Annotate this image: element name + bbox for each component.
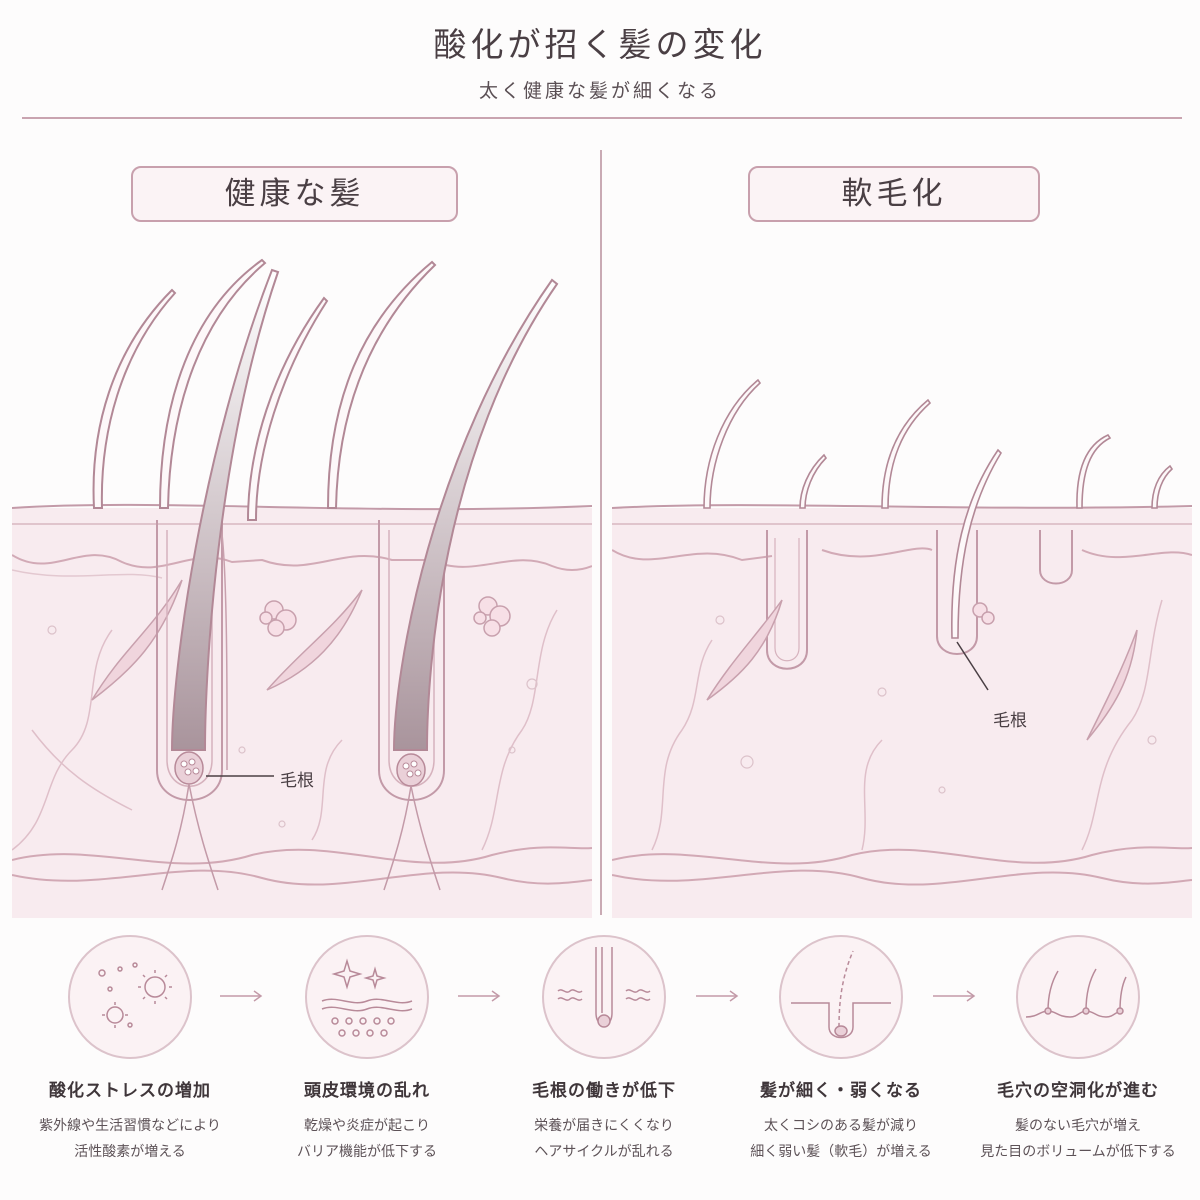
healthy-scalp-svg [11, 258, 593, 918]
healthy-root-callout: 毛根 [280, 771, 314, 791]
step-pore-hollowing: 毛穴の空洞化が進む 髪のない毛穴が増え 見た目のボリュームが低下する [960, 935, 1196, 1165]
step-hair-thinning: 髪が細く・弱くなる 太くコシのある髪が減り 細く弱い髪（軟毛）が増える [723, 935, 959, 1165]
step-desc-line: 乾燥や炎症が起こり [304, 1118, 430, 1134]
center-divider [600, 150, 602, 915]
step-title: 毛根の働きが低下 [532, 1081, 676, 1101]
arrow-right-icon [933, 990, 976, 1002]
process-steps: 酸化ストレスの増加 紫外線や生活習慣などにより 活性酸素が増える 頭皮環境の乱れ [0, 935, 1200, 1200]
step-desc-line: 細く弱い髪（軟毛）が増える [750, 1144, 932, 1160]
vellus-scalp-illustration [611, 250, 1193, 918]
vellus-root-callout: 毛根 [993, 711, 1027, 731]
page-subtitle: 太く健康な髪が細くなる [478, 80, 721, 102]
step-description: 髪のない毛穴が増え 見た目のボリュームが低下する [960, 1113, 1196, 1165]
step-desc-line: 見た目のボリュームが低下する [980, 1144, 1176, 1160]
arrow-right-icon [458, 990, 501, 1002]
step-desc-line: 活性酸素が増える [74, 1144, 186, 1160]
step-title: 髪が細く・弱くなる [760, 1081, 922, 1101]
hair-root-icon [542, 935, 666, 1059]
step-desc-line: 髪のない毛穴が増え [1015, 1118, 1141, 1134]
step-oxidative-stress: 酸化ストレスの増加 紫外線や生活習慣などにより 活性酸素が増える [12, 935, 248, 1165]
vellus-hair-label: 軟毛化 [748, 166, 1040, 222]
healthy-hair-label: 健康な髪 [131, 166, 458, 222]
arrow-right-icon [220, 990, 263, 1002]
header-divider [22, 117, 1182, 119]
step-desc-line: ヘアサイクルが乱れる [534, 1144, 674, 1160]
step-desc-line: 太くコシのある髪が減り [764, 1118, 918, 1134]
step-description: 乾燥や炎症が起こり バリア機能が低下する [249, 1113, 485, 1165]
step-title: 頭皮環境の乱れ [304, 1081, 430, 1101]
step-description: 紫外線や生活習慣などにより 活性酸素が増える [12, 1113, 248, 1165]
arrow-right-icon [696, 990, 739, 1002]
step-description: 栄養が届きにくくなり ヘアサイクルが乱れる [486, 1113, 722, 1165]
page-title: 酸化が招く髪の変化 [433, 25, 767, 64]
sun-oxidant-icon [68, 935, 192, 1059]
step-scalp-disorder: 頭皮環境の乱れ 乾燥や炎症が起こり バリア機能が低下する [249, 935, 485, 1165]
healthy-scalp-illustration [11, 250, 593, 918]
thin-hair-icon [779, 935, 903, 1059]
scalp-sparkle-icon [305, 935, 429, 1059]
step-desc-line: 栄養が届きにくくなり [534, 1118, 674, 1134]
step-desc-line: 紫外線や生活習慣などにより [39, 1118, 221, 1134]
step-desc-line: バリア機能が低下する [297, 1144, 437, 1160]
step-title: 酸化ストレスの増加 [49, 1081, 211, 1101]
step-title: 毛穴の空洞化が進む [997, 1081, 1159, 1101]
vellus-scalp-svg [611, 378, 1193, 918]
step-root-decline: 毛根の働きが低下 栄養が届きにくくなり ヘアサイクルが乱れる [486, 935, 722, 1165]
empty-pores-icon [1016, 935, 1140, 1059]
step-description: 太くコシのある髪が減り 細く弱い髪（軟毛）が増える [723, 1113, 959, 1165]
